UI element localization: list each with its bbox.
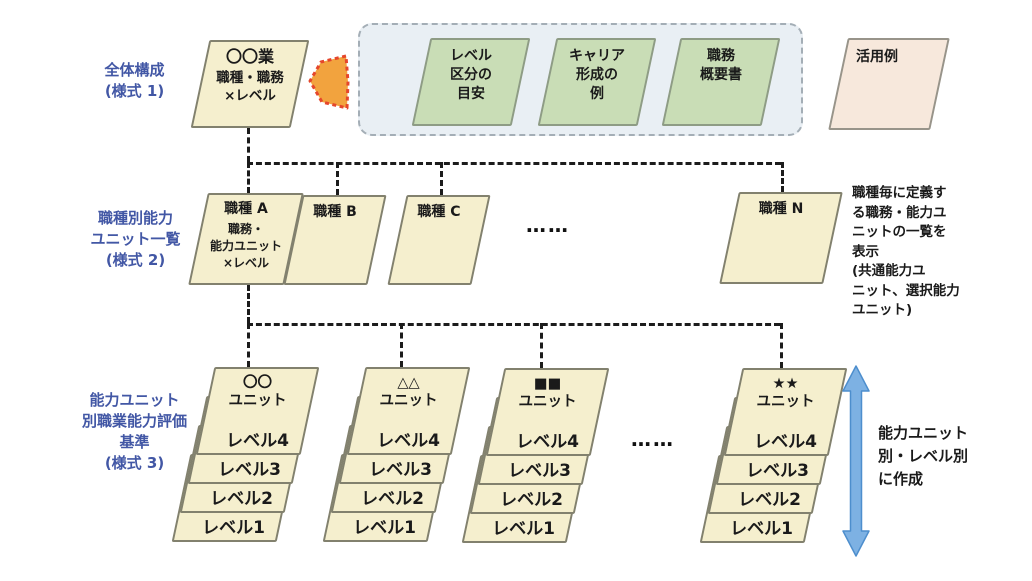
level1-label: レベル1 bbox=[492, 519, 555, 539]
job-type-n-title: 職種 N bbox=[758, 201, 804, 217]
unit-stack2-title: △△ ユニット bbox=[379, 375, 438, 409]
connector-drop-stack-4 bbox=[780, 323, 783, 368]
level2-label: レベル2 bbox=[500, 490, 563, 510]
usage-example-card: 活用例 bbox=[828, 38, 950, 130]
section-label-overall: 全体構成 (様式 1) bbox=[104, 61, 165, 100]
row2-note: 職種毎に定義す る職務・能力ユ ニットの一覧を 表示 (共通能力ユ ニット、選択… bbox=[852, 185, 960, 318]
level4-label: レベル4 bbox=[754, 432, 817, 452]
career-example-card: キャリア 形成の 例 bbox=[537, 38, 657, 126]
section-label-criteria: 能力ユニット 別職業能力評価 基準 (様式 3) bbox=[81, 391, 187, 472]
connector-drop-job-a bbox=[247, 162, 250, 193]
connector-drop-job-b bbox=[336, 162, 339, 195]
career-example-card-text: キャリア 形成の 例 bbox=[569, 48, 625, 102]
level-guide-card: レベル 区分の 目安 bbox=[411, 38, 531, 126]
connector-drop-stack-3 bbox=[540, 323, 543, 368]
level3-label: レベル3 bbox=[746, 461, 809, 481]
level3-label: レベル3 bbox=[508, 461, 571, 481]
section-label-unit-list: 職種別能力 ユニット一覧 (様式 2) bbox=[90, 209, 181, 269]
unit-stack4-title: ★★ ユニット bbox=[756, 376, 815, 410]
job-summary-card: 職務 概要書 bbox=[661, 38, 781, 126]
connector-row3-bus bbox=[247, 323, 780, 326]
unit-stack2-level4-card: △△ ユニット レベル4 bbox=[346, 367, 471, 455]
row3-ellipsis: …… bbox=[631, 427, 675, 451]
job-type-b-title: 職種 B bbox=[313, 204, 357, 220]
job-type-a-title: 職種 A bbox=[224, 201, 268, 217]
level2-label: レベル2 bbox=[210, 489, 273, 509]
connector-drop-job-c bbox=[440, 162, 443, 195]
industry-card-body: 職種・職務 ×レベル bbox=[216, 70, 284, 104]
level2-label: レベル2 bbox=[361, 489, 424, 509]
connector-row2-bus bbox=[247, 162, 781, 165]
level2-label: レベル2 bbox=[738, 490, 801, 510]
left-block-arrow-icon bbox=[306, 48, 352, 114]
connector-drop-stack-2 bbox=[400, 323, 403, 367]
vertical-double-arrow-icon bbox=[841, 364, 871, 558]
level1-label: レベル1 bbox=[353, 518, 416, 538]
connector-drop-job-n bbox=[781, 162, 784, 192]
level4-label: レベル4 bbox=[516, 432, 579, 452]
unit-stack3-level4-card: ■■ ユニット レベル4 bbox=[485, 368, 610, 456]
connector-drop-stack-1 bbox=[247, 323, 250, 367]
row3-note: 能力ユニット 別・レベル別 に作成 bbox=[878, 424, 969, 488]
level4-label: レベル4 bbox=[377, 431, 440, 451]
row2-ellipsis: …… bbox=[526, 213, 570, 237]
industry-card: 〇〇業 職種・職務 ×レベル bbox=[190, 40, 310, 128]
job-summary-card-text: 職務 概要書 bbox=[700, 48, 742, 83]
connector-main-drop bbox=[247, 128, 250, 162]
usage-example-card-title: 活用例 bbox=[856, 49, 898, 65]
unit-stack1-level4-card: 〇〇 ユニット レベル4 bbox=[195, 367, 320, 455]
level1-label: レベル1 bbox=[730, 519, 793, 539]
level1-label: レベル1 bbox=[202, 518, 265, 538]
connector-job-a-drop bbox=[247, 285, 250, 323]
job-type-c-title: 職種 C bbox=[417, 204, 461, 220]
level-guide-card-text: レベル 区分の 目安 bbox=[450, 48, 492, 102]
unit-stack1-title: 〇〇 ユニット bbox=[228, 375, 287, 409]
unit-stack3-title: ■■ ユニット bbox=[518, 376, 577, 410]
job-type-n-card: 職種 N bbox=[719, 192, 843, 284]
job-type-a-body: 職務・ 能力ユニット ×レベル bbox=[209, 222, 282, 270]
level3-label: レベル3 bbox=[218, 460, 281, 480]
level4-label: レベル4 bbox=[226, 431, 289, 451]
level3-label: レベル3 bbox=[369, 460, 432, 480]
job-type-b-card: 職種 B bbox=[283, 195, 387, 285]
unit-stack4-level4-card: ★★ ユニット レベル4 bbox=[723, 368, 848, 456]
job-type-c-card: 職種 C bbox=[387, 195, 491, 285]
industry-card-title: 〇〇業 bbox=[225, 47, 274, 66]
